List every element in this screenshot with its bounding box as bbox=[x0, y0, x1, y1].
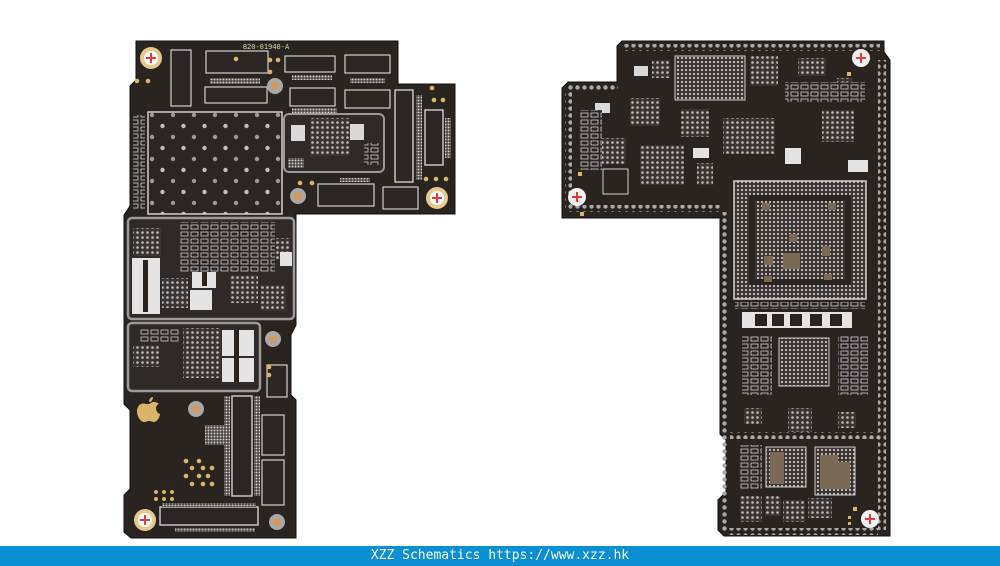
footer-brand: XZZ Schematics bbox=[370, 548, 481, 563]
standoff-icon bbox=[188, 78, 306, 530]
apple-logo-icon bbox=[137, 397, 160, 422]
left-board[interactable]: 820-01940-A bbox=[123, 40, 456, 539]
schematic-viewer-canvas[interactable]: 820-01940-A bbox=[0, 0, 1000, 546]
screw-hole-icon bbox=[568, 49, 879, 528]
footer-url-link[interactable]: https://www.xzz.hk bbox=[488, 548, 630, 563]
connector bbox=[205, 50, 269, 74]
screw-hole-icon bbox=[134, 47, 448, 531]
right-board[interactable] bbox=[561, 40, 891, 537]
soc-pads bbox=[762, 203, 836, 282]
boardview-drawing: 820-01940-A bbox=[123, 40, 891, 539]
footer-banner: XZZ Schematics https://www.xzz.hk bbox=[0, 546, 1000, 566]
test-pads bbox=[134, 56, 449, 501]
board-part-number: 820-01940-A bbox=[243, 43, 290, 51]
